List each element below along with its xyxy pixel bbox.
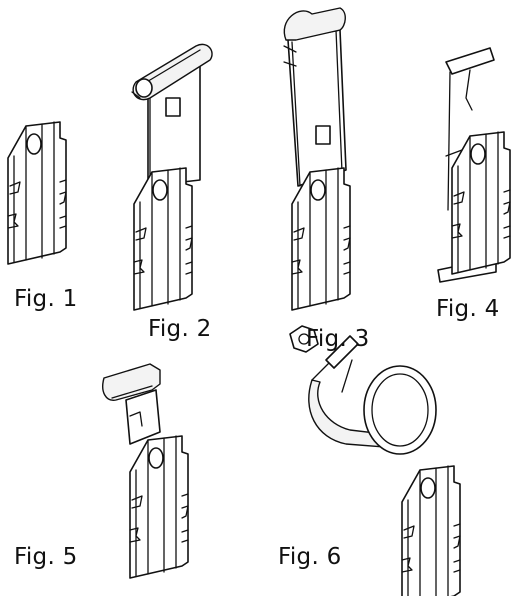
- fig-3-label: Fig. 3: [306, 326, 370, 352]
- fig-1-drawing: [7, 121, 67, 265]
- fig-4-label: Fig. 4: [436, 296, 500, 322]
- fig-2-label: Fig. 2: [148, 316, 212, 342]
- fig-4-drawing: [437, 47, 511, 283]
- fig-6-drawing: [289, 325, 461, 601]
- fig-1-label: Fig. 1: [14, 286, 78, 312]
- fig-5-drawing: [102, 363, 189, 579]
- fig-3-drawing: [283, 7, 351, 311]
- fig-2-drawing: [131, 43, 213, 311]
- fig-5-label: Fig. 5: [14, 544, 78, 570]
- fig-6-label: Fig. 6: [278, 544, 342, 570]
